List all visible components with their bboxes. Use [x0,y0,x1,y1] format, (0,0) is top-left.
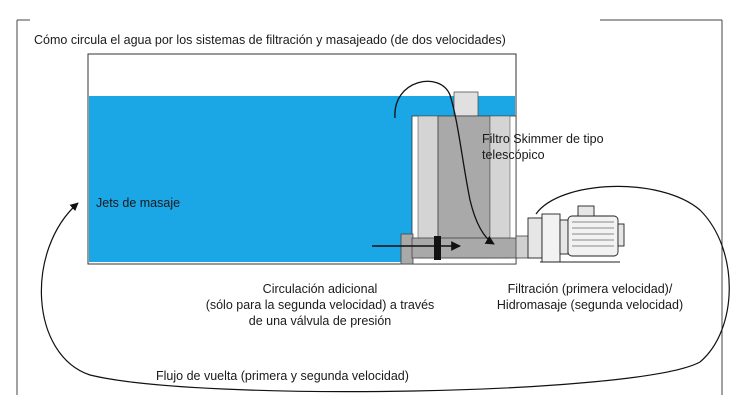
circulation-label-line2: (sólo para la segunda velocidad) a travé… [205,298,435,312]
skimmer-label-line1: Filtro Skimmer de tipo [482,132,604,146]
pump [527,205,625,263]
water-right-strip [478,96,515,116]
skimmer-neck [453,91,479,117]
pressure-valve [434,236,441,260]
skimmer-flow-arrow [394,80,495,245]
inlet-fitting [400,233,414,265]
return-flow-label: Flujo de vuelta (primera y segunda veloc… [156,369,409,383]
skimmer-label-line2: telescópico [482,148,545,162]
bottom-pipe [411,237,519,259]
tub-water [89,96,454,262]
circulation-label-line1: Circulación adicional [262,282,378,296]
pump-label-line2: Hidromasaje (segunda velocidad) [496,298,684,312]
circulation-label-line3: de una válvula de presión [248,314,392,328]
jets-label: Jets de masaje [96,196,181,210]
outer-frame [16,20,723,395]
filter-body [437,115,491,259]
pump-outlet-flow [535,185,730,363]
return-flow-arrow [40,202,701,393]
diagram-title: Cómo circula el agua por los sistemas de… [34,33,506,47]
pump-label-line1: Filtración (primera velocidad)/ [507,282,673,296]
